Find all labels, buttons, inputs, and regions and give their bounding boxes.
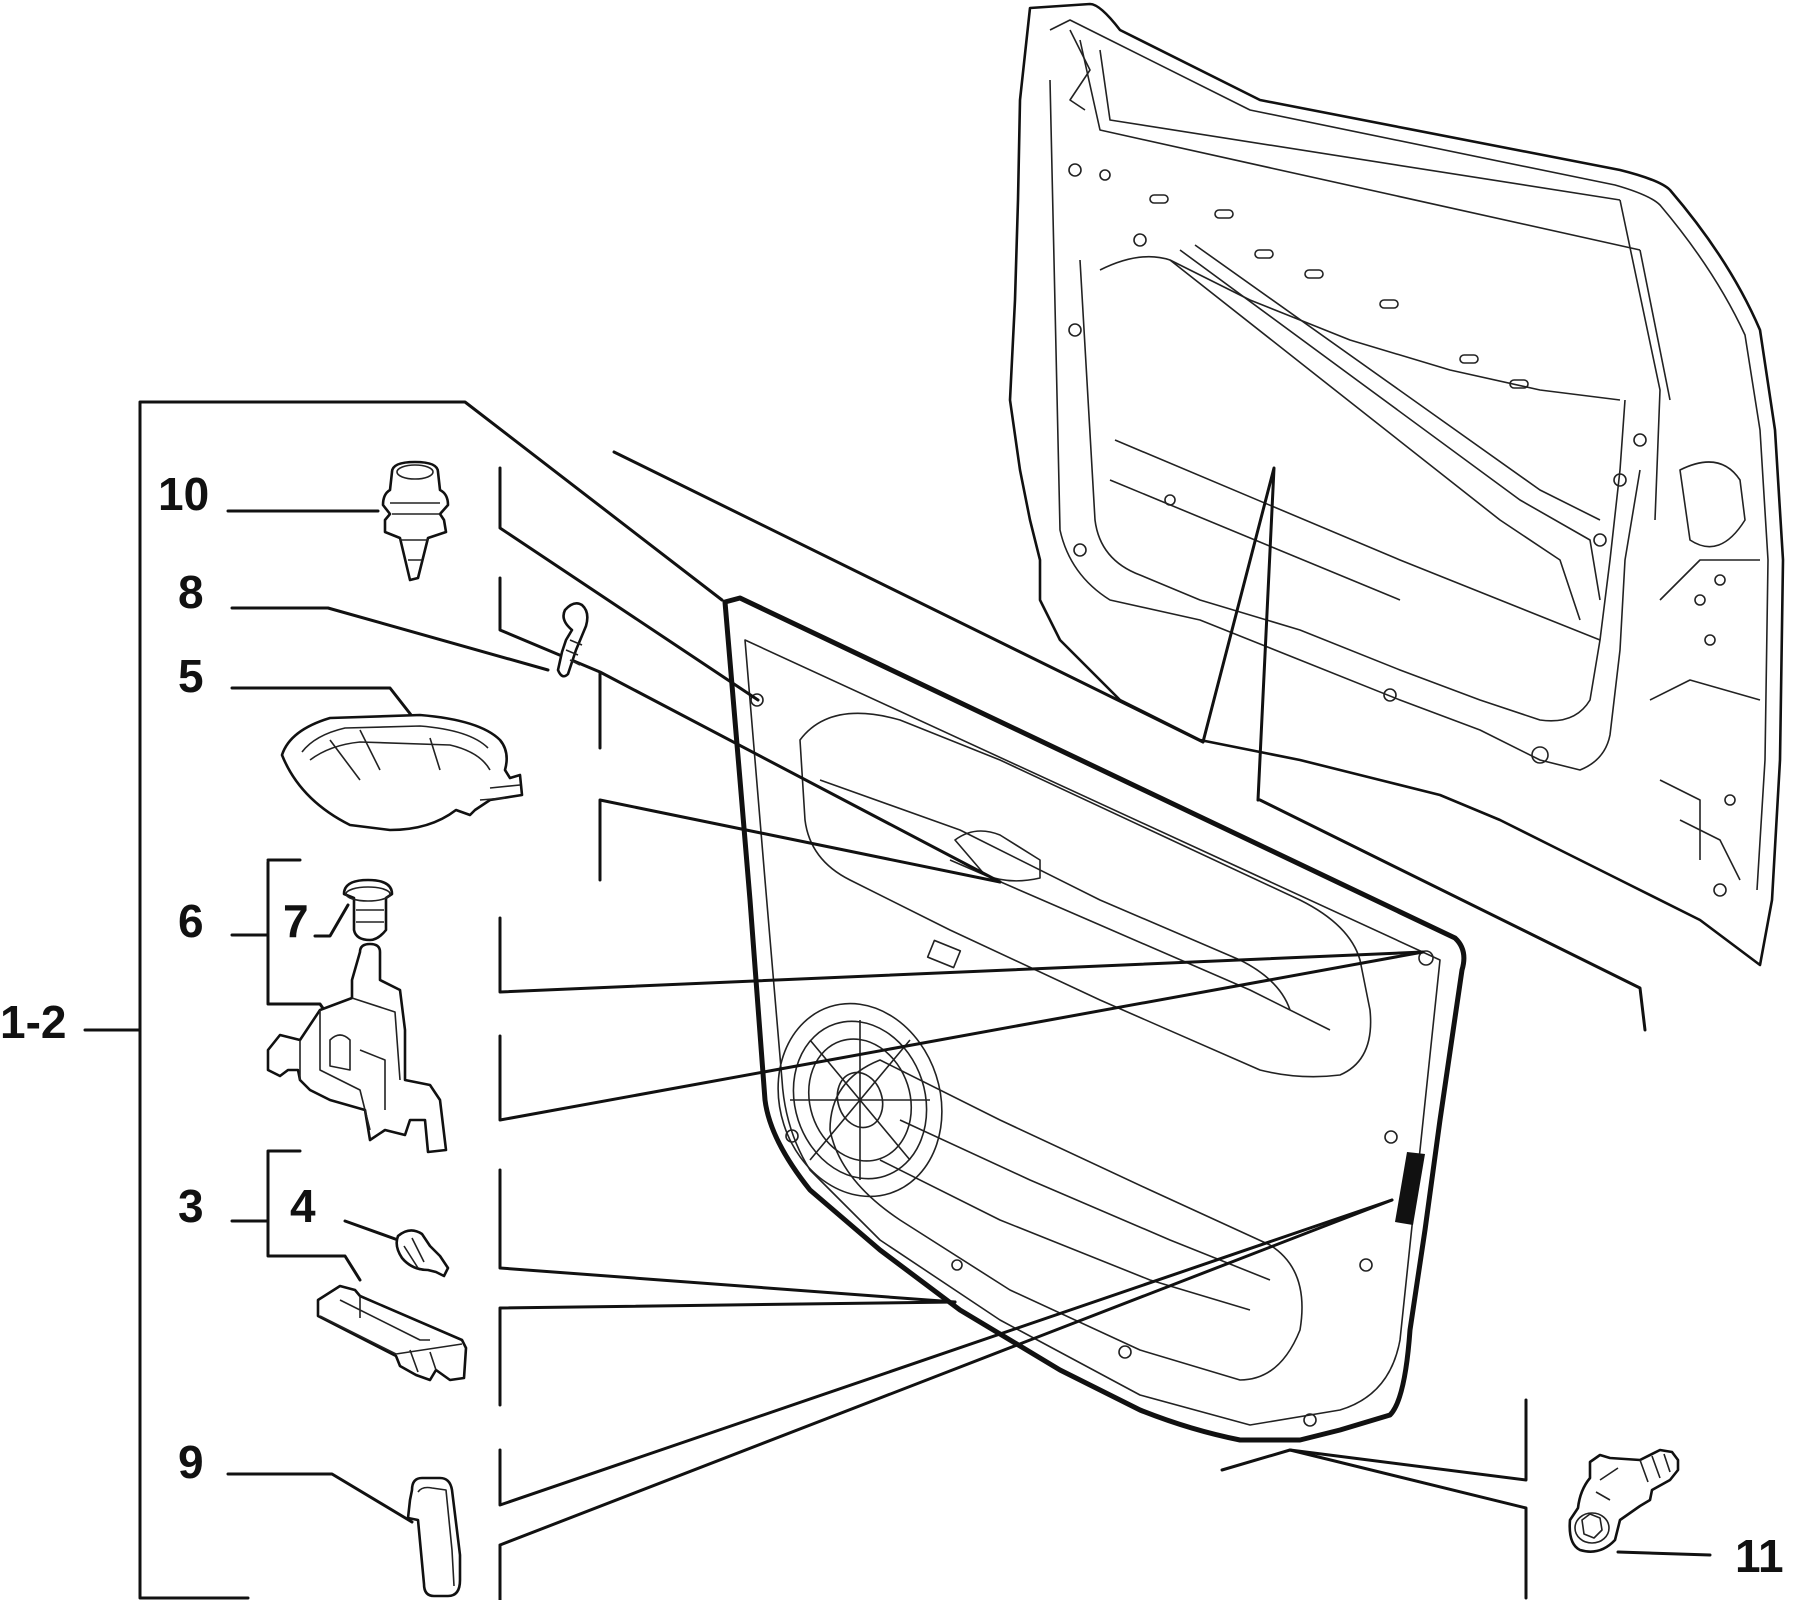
callout-11: 11 — [1735, 1530, 1784, 1582]
screw-icon — [556, 602, 589, 678]
callout-1-2: 1-2 — [0, 996, 66, 1048]
group-bracket — [83, 400, 724, 1600]
door-frame-icon — [1008, 2, 1785, 967]
push-clip-icon — [381, 460, 450, 582]
callout-3: 3 — [178, 1180, 204, 1232]
callout-7: 7 — [283, 895, 309, 947]
callout-labels: 1-2 10 8 5 6 7 3 4 9 11 — [0, 468, 1784, 1582]
bracket-icon — [266, 942, 448, 1154]
flange-bolt-icon — [1568, 1448, 1680, 1553]
callout-5: 5 — [178, 650, 204, 702]
door-trim-panel-icon — [722, 595, 1467, 1443]
explode-lines — [498, 450, 1647, 1600]
bulb-icon — [395, 1229, 450, 1278]
leader-lines — [226, 509, 1712, 1557]
courtesy-lamp-icon — [316, 1284, 468, 1382]
callout-10: 10 — [158, 468, 209, 520]
reflector-icon — [406, 1476, 462, 1598]
callout-8: 8 — [178, 566, 204, 618]
door-handle-icon — [280, 713, 524, 832]
callout-6: 6 — [178, 895, 204, 947]
callout-4: 4 — [290, 1180, 316, 1232]
callout-9: 9 — [178, 1436, 204, 1488]
retainer-clip-icon — [342, 878, 394, 942]
